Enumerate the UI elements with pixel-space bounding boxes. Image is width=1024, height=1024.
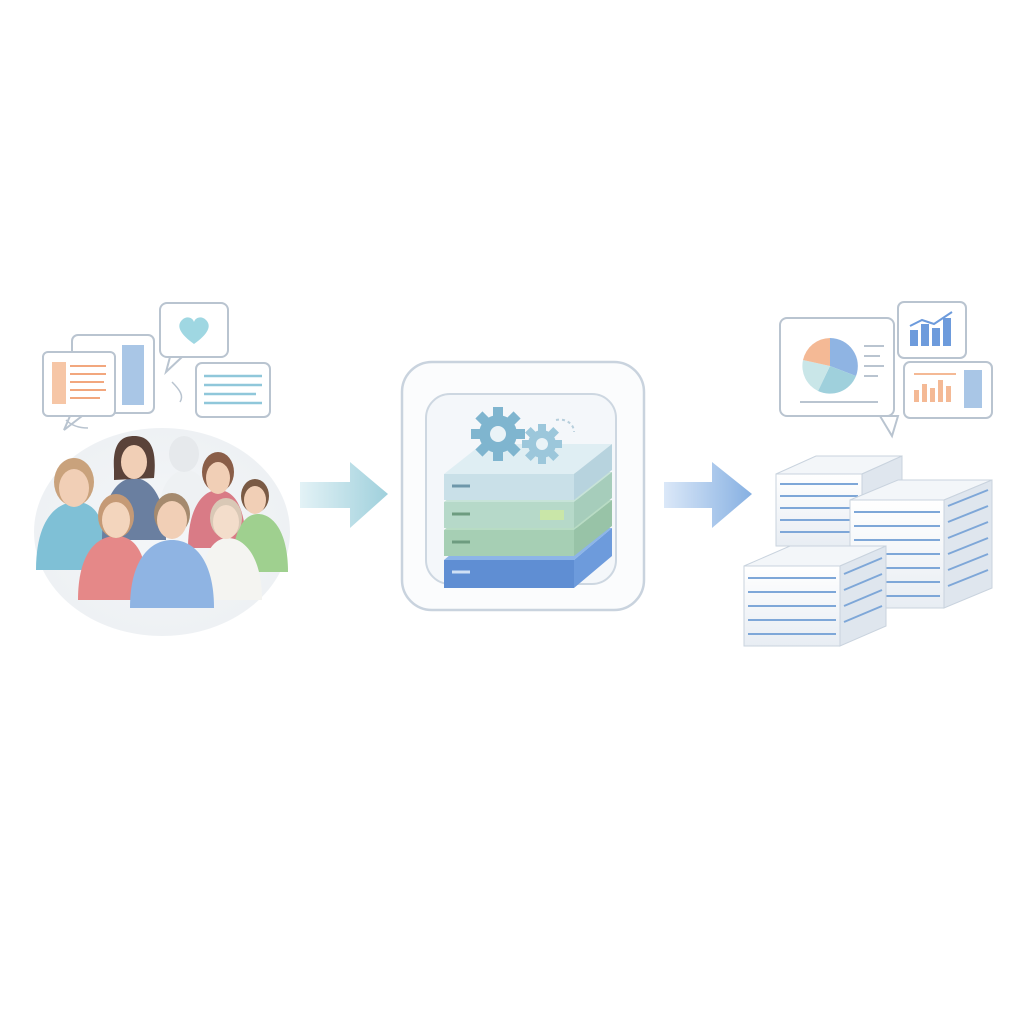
arrow-to-processing [300, 462, 388, 528]
bar-chart-icon [910, 318, 951, 346]
processing-stage [400, 360, 646, 612]
mini-bar-chart-icon [914, 380, 951, 402]
connector-line [65, 419, 89, 429]
person [130, 493, 214, 608]
text-bubble [195, 362, 271, 418]
bubble-tail [878, 415, 900, 439]
text-bubble-lines [204, 374, 262, 405]
gear-icon [471, 407, 525, 461]
feedback-bubbles [42, 302, 271, 431]
pie-legend-lines [800, 345, 884, 403]
paper-stack [743, 545, 887, 647]
document-image-block [52, 362, 66, 404]
arrow-to-results [664, 462, 752, 528]
paper-stack [849, 479, 993, 609]
bubble-tail [164, 356, 185, 376]
heart-icon [179, 317, 209, 344]
gear-icon [522, 424, 562, 464]
document-sidebar-block [122, 345, 144, 405]
pie-chart-icon [802, 338, 858, 394]
report-sidebar-block [964, 370, 982, 408]
connector-line [171, 381, 183, 403]
person [78, 494, 148, 600]
report-stacks-icon [743, 455, 993, 647]
people-stage [34, 302, 290, 636]
report-bubbles [779, 301, 993, 439]
results-stage [743, 301, 993, 647]
bubble-tail [63, 415, 85, 431]
person [200, 498, 262, 600]
people-group-icon [36, 436, 288, 608]
server-stack-gears-icon [444, 407, 612, 588]
document-text-lines [70, 365, 106, 399]
